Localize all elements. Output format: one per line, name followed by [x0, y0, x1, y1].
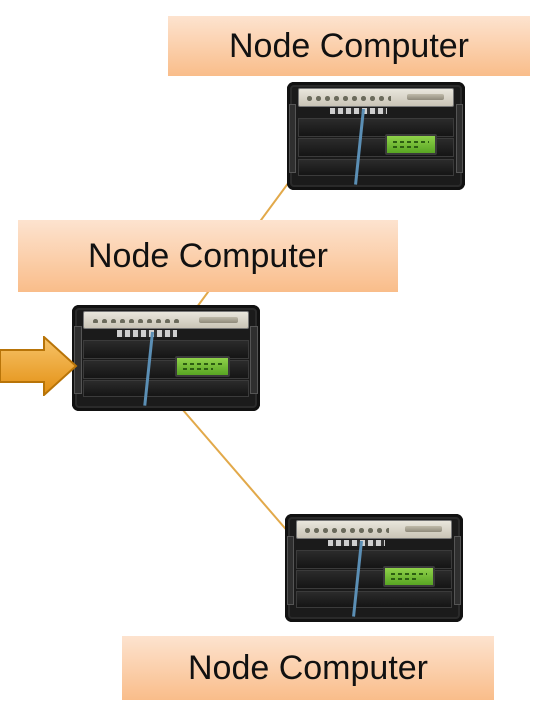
- lcd-display: [382, 565, 435, 588]
- rack-handle: [287, 535, 295, 605]
- rack-computer-icon: [287, 82, 465, 190]
- node-label-center: Node Computer: [18, 220, 398, 292]
- patch-panel: [297, 88, 455, 107]
- rack-unit: [83, 339, 249, 359]
- rack-computer-icon: [285, 514, 463, 622]
- network-ports: [329, 107, 387, 115]
- lcd-display: [175, 355, 231, 377]
- node-label-top: Node Computer: [168, 16, 530, 76]
- network-ports: [327, 539, 385, 547]
- network-ports: [117, 330, 178, 337]
- rack-unit: [83, 380, 249, 398]
- rack-computer-icon: [72, 305, 260, 411]
- rack-handle: [455, 103, 463, 173]
- connector-center-to-bottom: [169, 394, 291, 535]
- rack-unit: [295, 549, 453, 569]
- lcd-display: [384, 133, 437, 156]
- rack-handle: [74, 326, 82, 394]
- rack-handle: [289, 103, 297, 173]
- rack-unit: [297, 158, 455, 176]
- rack-handle: [250, 326, 258, 394]
- node-label-bottom: Node Computer: [122, 636, 494, 700]
- rack-handle: [453, 535, 461, 605]
- rack-unit: [295, 590, 453, 608]
- patch-panel: [83, 311, 249, 330]
- patch-panel: [295, 520, 453, 539]
- rack-unit: [297, 117, 455, 137]
- right-arrow-icon: [0, 336, 78, 396]
